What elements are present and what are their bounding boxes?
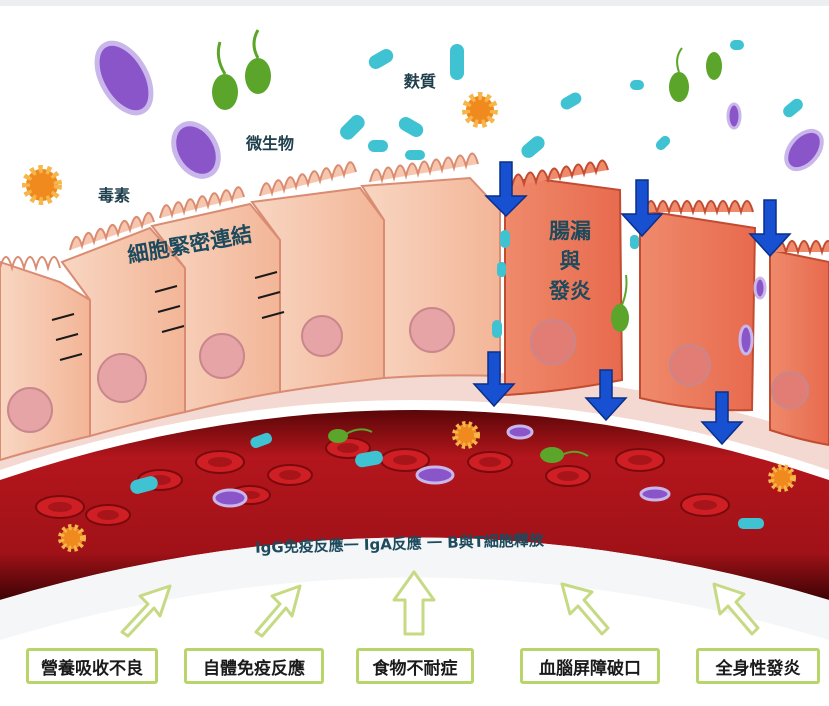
label-gluten: 麩質: [404, 72, 437, 91]
leak-line-2: 與: [559, 249, 581, 273]
label-microbes: 微生物: [246, 134, 295, 153]
lumen-microbes: [22, 29, 824, 205]
outcome-malabsorption: 營養吸收不良: [26, 648, 158, 684]
outcome-arrows: [120, 570, 760, 638]
label-toxins: 毒素: [98, 186, 131, 205]
outcome-food-intolerance: 食物不耐症: [356, 648, 474, 684]
outcome-blood-brain-barrier: 血腦屏障破口: [520, 648, 660, 684]
vessel-wall: [0, 537, 829, 640]
leak-arrows: [472, 161, 792, 446]
leak-line-1: 腸漏: [549, 219, 591, 243]
outcome-autoimmune: 自體免疫反應: [184, 648, 324, 684]
leaking-particles: [492, 230, 767, 356]
blood-particles: [130, 424, 764, 529]
label-leaky-gut: 腸漏 與 發炎: [545, 216, 595, 306]
leak-line-3: 發炎: [549, 279, 591, 303]
intestinal-cells: [0, 152, 829, 462]
toxin-particles: [58, 421, 796, 552]
outcome-systemic-inflammation: 全身性發炎: [696, 648, 820, 684]
